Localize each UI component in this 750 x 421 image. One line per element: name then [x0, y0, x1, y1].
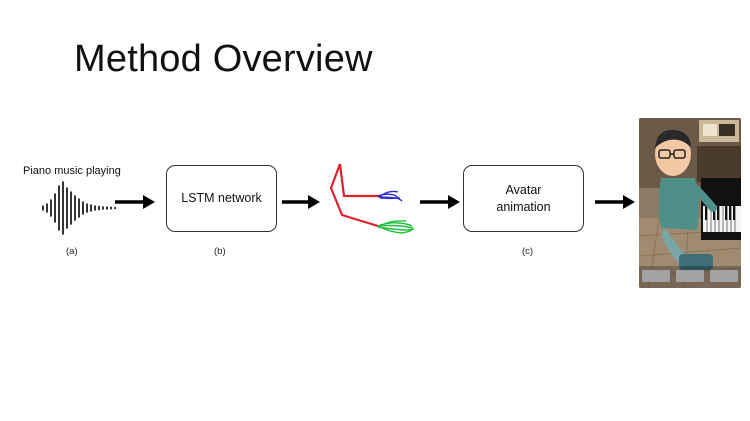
arm-skeleton-figure — [329, 163, 415, 234]
lstm-network-box: LSTM network — [166, 165, 277, 232]
audio-waveform-icon — [42, 181, 116, 235]
right-arrow-icon — [282, 195, 320, 209]
slide-title: Method Overview — [74, 38, 373, 80]
avatar-label-line1: Avatar — [505, 182, 542, 197]
label-c: (c) — [522, 246, 534, 257]
lstm-label: LSTM network — [181, 191, 262, 205]
right-arrow-icon — [595, 195, 635, 209]
right-arrow-icon — [115, 195, 155, 209]
right-arrow-icon — [420, 195, 460, 209]
input-caption: Piano music playing — [23, 165, 121, 177]
label-b: (b) — [214, 246, 226, 257]
avatar-animation-box: Avatar animation — [463, 165, 584, 232]
avatar-piano-screenshot — [639, 118, 741, 288]
label-a: (a) — [66, 246, 78, 257]
avatar-label-line2: animation — [496, 199, 551, 214]
